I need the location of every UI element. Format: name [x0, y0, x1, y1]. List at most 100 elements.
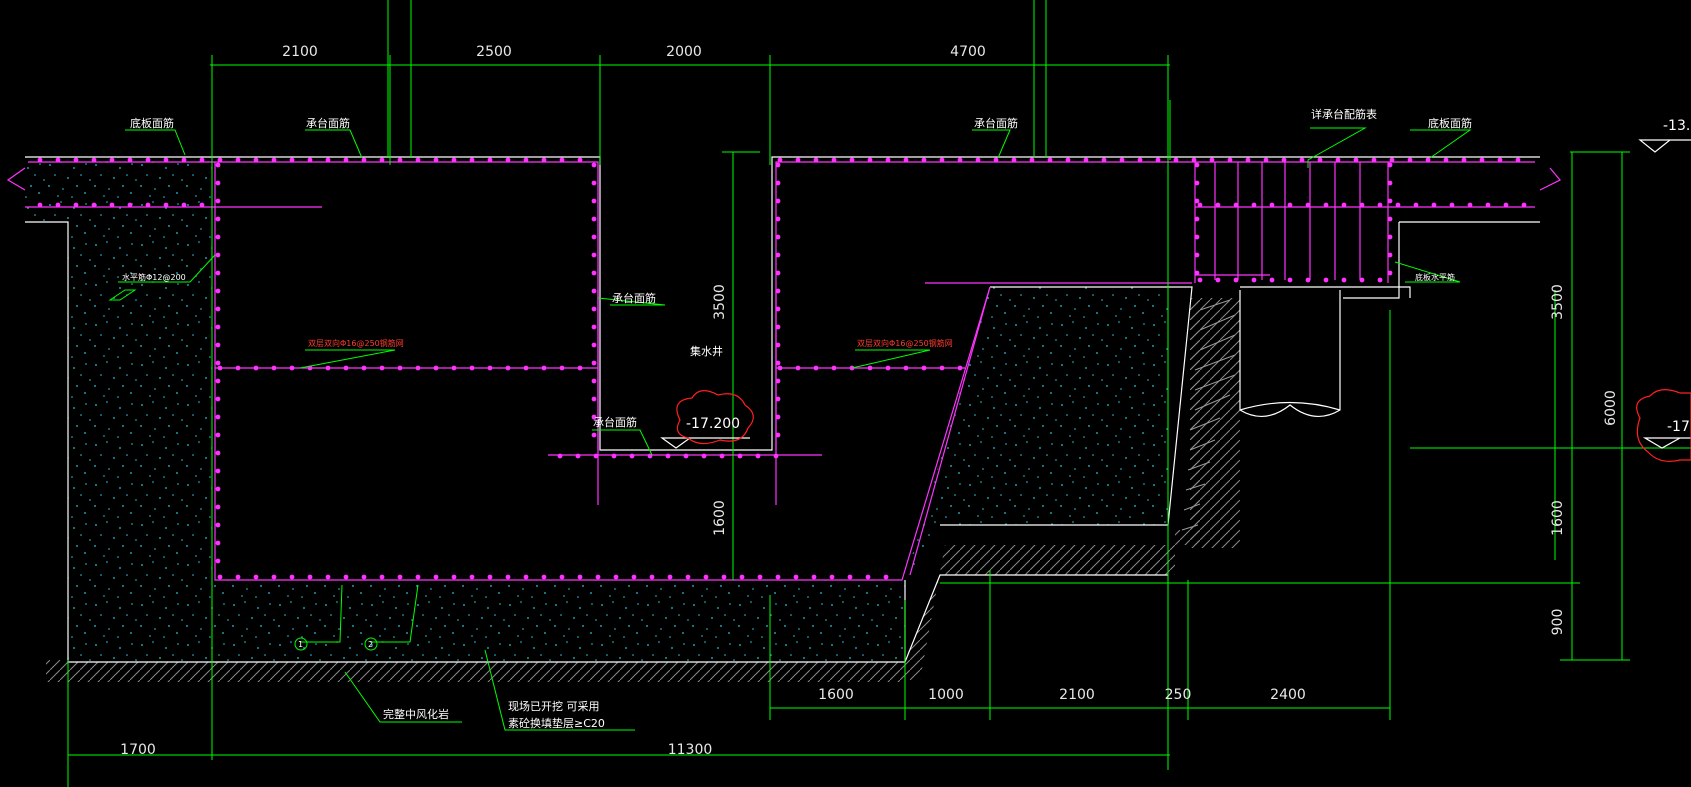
rebar-dot — [831, 157, 837, 163]
rebar-dot — [921, 365, 927, 371]
rebar-dot — [921, 157, 927, 163]
rebar-dot — [1299, 157, 1305, 163]
rebar-dot — [1101, 157, 1107, 163]
rebar-dot — [885, 157, 891, 163]
rebar-dot — [775, 234, 781, 240]
rebar-dot — [1515, 157, 1521, 163]
dim-top-1: 2100 — [282, 44, 318, 60]
rebar-dot — [1215, 277, 1221, 283]
label-cap-face-2: 承台面筋 — [974, 116, 1018, 130]
rebar-dot — [595, 574, 601, 580]
rebar-dot — [215, 468, 221, 474]
rebar-dot — [505, 365, 511, 371]
rebar-dot — [591, 432, 597, 438]
rebar-dot — [1387, 198, 1393, 204]
label-side-rebar: 水平筋Φ12@200 — [122, 272, 186, 282]
rebar-dot — [775, 574, 781, 580]
dim-right-2100: 2100 — [1059, 687, 1095, 703]
rebar-dot — [775, 252, 781, 258]
rebar-dot — [253, 365, 259, 371]
structure-outline — [25, 156, 1540, 663]
level-top-right: -13.7 — [1663, 118, 1691, 134]
rebar-dot — [591, 252, 597, 258]
dim-vert-1600-center: 1600 — [712, 500, 728, 536]
rebar-dot — [1209, 157, 1215, 163]
rebar-dot — [289, 157, 295, 163]
rebar-dot — [127, 157, 133, 163]
dim-vert-6000: 6000 — [1603, 390, 1619, 426]
rebar-dot — [831, 365, 837, 371]
rebar-dot — [1425, 157, 1431, 163]
rebar-dot — [271, 157, 277, 163]
label-cap-face-bottom: 承台面筋 — [593, 415, 637, 429]
rebar-dot — [523, 574, 529, 580]
rebar-dot — [849, 157, 855, 163]
rebar-dot — [145, 202, 151, 208]
rebar-dot — [163, 157, 169, 163]
rebar-dot — [1194, 162, 1200, 168]
dim-vert-900-right: 900 — [1550, 609, 1566, 636]
rebar-dot — [415, 157, 421, 163]
rebar-dot — [215, 486, 221, 492]
rebar-dot — [885, 365, 891, 371]
rebar-dot — [1173, 157, 1179, 163]
rebar-dot — [215, 162, 221, 168]
rebar-dot — [703, 574, 709, 580]
rebar-dot — [215, 522, 221, 528]
dim-vert-3500-right: 3500 — [1550, 284, 1566, 320]
dim-top-4: 4700 — [950, 44, 986, 60]
rebar-dot — [1467, 202, 1473, 208]
label-sump: 集水井 — [690, 344, 723, 358]
rebar-dot — [271, 365, 277, 371]
rebar-dot — [73, 202, 79, 208]
rebar-dot — [591, 306, 597, 312]
rebar-dot — [215, 396, 221, 402]
rebar-dot — [253, 574, 259, 580]
dim-right-250: 250 — [1165, 687, 1192, 703]
rebar-dot — [271, 574, 277, 580]
rebar-dot — [215, 432, 221, 438]
dim-bottom-11300: 11300 — [668, 742, 713, 758]
rebar-dot — [577, 574, 583, 580]
rebar-dot — [647, 453, 653, 459]
rebar-dot — [773, 453, 779, 459]
rebar-dot — [559, 365, 565, 371]
rebar-dot — [1227, 157, 1233, 163]
rebar-dot — [975, 157, 981, 163]
rebar-dot — [1521, 202, 1527, 208]
rebar-dot — [215, 504, 221, 510]
rebar-dot — [215, 252, 221, 258]
rebar-dot — [215, 306, 221, 312]
rebar-dot — [811, 574, 817, 580]
rebar-dot — [775, 342, 781, 348]
rebar-dot — [215, 558, 221, 564]
rebar-dot — [415, 365, 421, 371]
rebar-dot — [361, 574, 367, 580]
dim-bottom-1700: 1700 — [120, 742, 156, 758]
rebar-dot — [181, 202, 187, 208]
level-mid-right: -17. — [1667, 419, 1691, 435]
rebar-dot — [1317, 157, 1323, 163]
concrete-fill — [25, 157, 1168, 662]
rebar-dot — [343, 157, 349, 163]
rebar-dot — [73, 157, 79, 163]
rebar-dot — [829, 574, 835, 580]
rebar-dot — [361, 157, 367, 163]
rebar-dot — [379, 574, 385, 580]
rebar-dot — [1503, 202, 1509, 208]
rebar-dot — [557, 453, 563, 459]
rebar-dot — [1377, 202, 1383, 208]
rebar-dot — [397, 157, 403, 163]
rebar-dot — [215, 288, 221, 294]
rebar-dot — [1281, 157, 1287, 163]
rebar-dot — [505, 574, 511, 580]
rebar-dot — [1413, 202, 1419, 208]
rebar-dot — [109, 202, 115, 208]
rebar-dot — [1011, 157, 1017, 163]
rebar-dot — [1377, 277, 1383, 283]
rebar-dot — [145, 157, 151, 163]
rebar-dot — [55, 157, 61, 163]
rebar-dot — [665, 453, 671, 459]
rebar-dot — [433, 365, 439, 371]
rebar-dot — [37, 202, 43, 208]
